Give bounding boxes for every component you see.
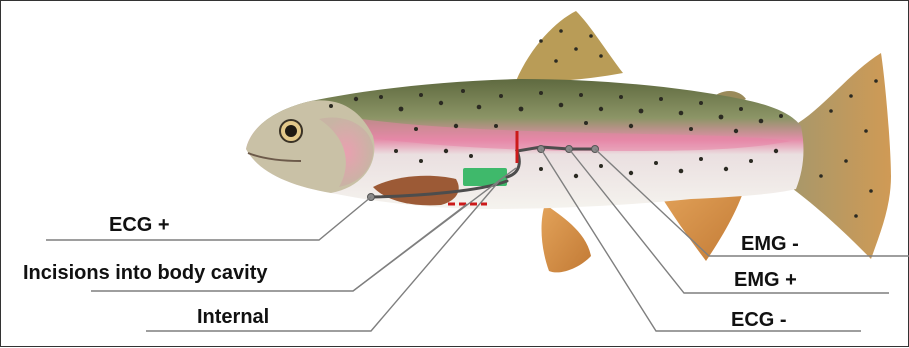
- label-ecg-plus: ECG +: [109, 215, 170, 235]
- label-emg-plus: EMG +: [734, 270, 797, 290]
- label-incisions-into-body-cavity: Incisions into body cavity: [23, 263, 268, 283]
- label-internal: Internal: [197, 307, 269, 327]
- label-emg-minus: EMG -: [741, 234, 799, 254]
- dorsal-fin: [516, 11, 623, 82]
- label-ecg-minus: ECG -: [731, 310, 787, 330]
- leader-incisions-b: [353, 204, 467, 291]
- pelvic-fin: [542, 204, 591, 272]
- leader-ecg-plus: [46, 197, 371, 240]
- caudal-fin: [793, 53, 891, 259]
